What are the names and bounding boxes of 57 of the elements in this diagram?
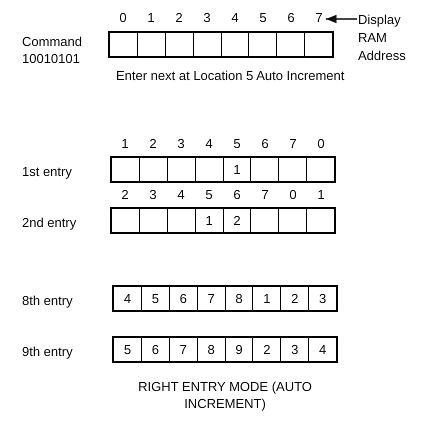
memory-cell: 2 <box>252 338 280 361</box>
row-label: 8th entry <box>22 292 74 309</box>
row-label: 1st entry <box>22 163 73 180</box>
memory-cell: 1 <box>194 209 222 232</box>
display-register <box>108 31 334 58</box>
address-number: 2 <box>174 10 184 25</box>
address-number: 3 <box>148 187 158 202</box>
memory-cell: 3 <box>280 338 308 361</box>
memory-cell: 8 <box>224 287 252 310</box>
address-number: 3 <box>176 136 186 151</box>
arrow <box>326 14 357 24</box>
memory-cell: 3 <box>308 287 336 310</box>
address-number: 5 <box>204 187 214 202</box>
memory-cell: 2 <box>280 287 308 310</box>
address-number: 0 <box>316 136 326 151</box>
address-number: 2 <box>120 187 130 202</box>
address-number: 7 <box>260 187 270 202</box>
address-number: 4 <box>230 10 240 25</box>
memory-cell: 1 <box>222 158 250 181</box>
address-number: 7 <box>313 10 325 25</box>
memory-cell: 4 <box>308 338 336 361</box>
address-number: 1 <box>120 136 130 151</box>
address-number: 4 <box>176 187 186 202</box>
address-number: 6 <box>232 187 242 202</box>
address-note: Display RAM Address <box>358 11 418 65</box>
display-register <box>110 156 336 183</box>
display-register <box>112 285 338 312</box>
memory-cell: 5 <box>140 287 169 310</box>
address-number: 1 <box>316 187 326 202</box>
memory-cell: 6 <box>168 287 197 310</box>
address-number: 1 <box>146 10 156 25</box>
address-number: 4 <box>204 136 214 151</box>
display-register <box>110 207 336 234</box>
row-label: Command 10010101 <box>22 33 83 67</box>
address-number: 7 <box>288 136 298 151</box>
address-number: 6 <box>286 10 296 25</box>
caption: RIGHT ENTRY MODE (AUTO INCREMENT) <box>137 378 313 412</box>
row-label: 2nd entry <box>22 214 78 231</box>
memory-cell: 9 <box>224 338 252 361</box>
address-number: 5 <box>232 136 242 151</box>
address-number: 0 <box>118 10 128 25</box>
memory-cell: 7 <box>168 338 197 361</box>
note-text: Enter next at Location 5 Auto Increment <box>116 68 346 83</box>
memory-cell: 4 <box>112 287 141 310</box>
row-label: 9th entry <box>22 343 74 360</box>
memory-cell: 2 <box>222 209 250 232</box>
memory-cell: 6 <box>140 338 169 361</box>
display-register <box>112 336 338 363</box>
memory-cell: 5 <box>112 338 141 361</box>
address-number: 2 <box>148 136 158 151</box>
address-number: 0 <box>288 187 298 202</box>
memory-cell: 1 <box>252 287 280 310</box>
address-number: 6 <box>260 136 270 151</box>
address-number: 5 <box>258 10 268 25</box>
memory-cell: 8 <box>196 338 224 361</box>
address-number: 3 <box>202 10 212 25</box>
memory-cell: 7 <box>196 287 224 310</box>
